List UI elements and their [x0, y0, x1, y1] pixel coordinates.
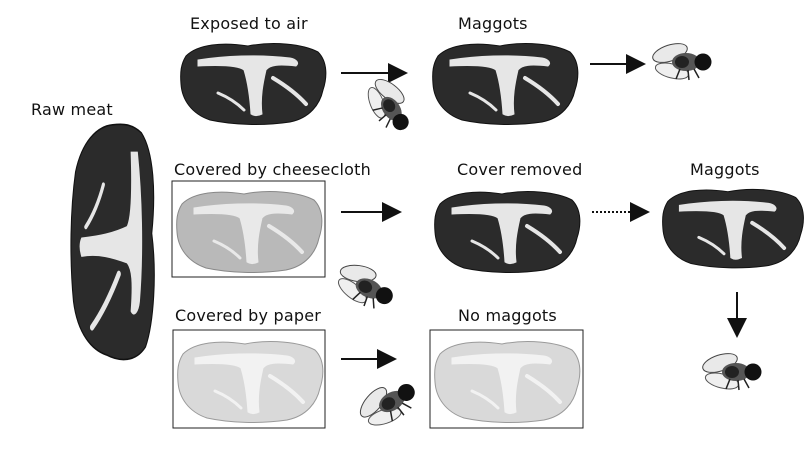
cover-removed-steak — [435, 192, 580, 273]
no-maggots-steak — [435, 342, 580, 423]
exposed-steak — [181, 44, 326, 125]
fly-icon — [700, 350, 761, 392]
maggots-steak-top — [433, 44, 578, 125]
maggots-steak-right — [663, 189, 804, 267]
cheesecloth-steak — [177, 192, 322, 273]
fly-icon — [350, 369, 424, 437]
raw-meat-steak — [71, 124, 154, 359]
fly-icon — [328, 253, 401, 317]
fly-icon — [650, 40, 711, 82]
paper-steak — [178, 342, 323, 423]
fly-icon — [356, 69, 422, 139]
